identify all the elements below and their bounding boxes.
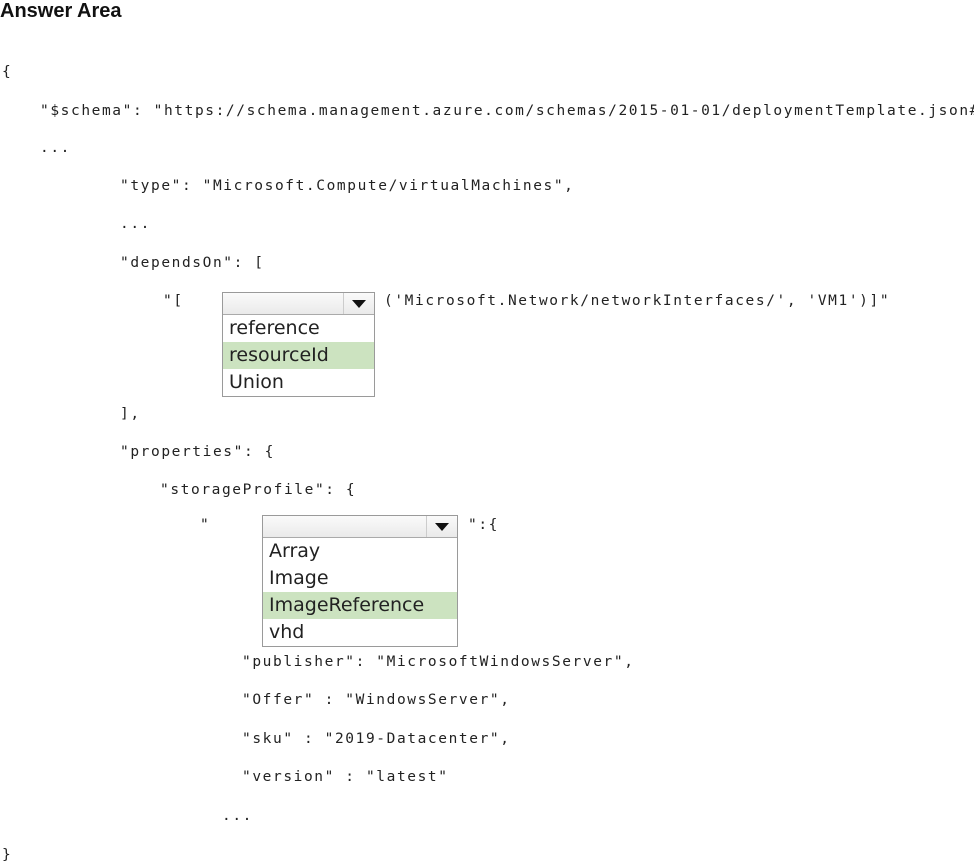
storage-key-dropdown-header[interactable] (263, 516, 457, 538)
code-ellipsis: ... (40, 140, 71, 156)
option-image[interactable]: Image (269, 567, 329, 589)
function-dropdown-header[interactable] (223, 293, 374, 315)
option-vhd[interactable]: vhd (269, 621, 305, 643)
code-dependson-prefix: "[ (163, 293, 184, 309)
code-dependson-close: ], (120, 406, 141, 422)
code-version-line: "version" : "latest" (242, 769, 449, 785)
code-key-prefix: " (200, 517, 211, 533)
code-offer-line: "Offer" : "WindowsServer", (242, 692, 511, 708)
chevron-down-icon[interactable] (343, 293, 374, 314)
option-array[interactable]: Array (269, 540, 321, 562)
code-schema-line: "$schema": "https://schema.management.az… (40, 103, 974, 119)
code-properties-line: "properties": { (120, 444, 275, 460)
option-union[interactable]: Union (229, 371, 284, 393)
function-dropdown[interactable]: reference resourceId Union (222, 292, 375, 397)
code-dependson-suffix: ('Microsoft.Network/networkInterfaces/',… (384, 293, 891, 309)
chevron-down-icon[interactable] (426, 516, 457, 537)
storage-key-dropdown[interactable]: Array Image ImageReference vhd (262, 515, 458, 647)
code-close-brace: } (2, 847, 13, 863)
code-sku-line: "sku" : "2019-Datacenter", (242, 731, 511, 747)
code-type-line: "type": "Microsoft.Compute/virtualMachin… (120, 178, 575, 194)
code-dependson-line: "dependsOn": [ (120, 255, 265, 271)
answer-area-title: Answer Area (0, 0, 122, 22)
option-imagereference[interactable]: ImageReference (263, 592, 457, 619)
code-ellipsis: ... (222, 808, 253, 824)
code-open-brace: { (2, 64, 13, 80)
option-reference[interactable]: reference (229, 317, 320, 339)
code-key-suffix: ":{ (468, 517, 499, 533)
code-publisher-line: "publisher": "MicrosoftWindowsServer", (242, 654, 635, 670)
code-ellipsis: ... (120, 216, 151, 232)
code-storageprofile-line: "storageProfile": { (160, 482, 357, 498)
option-resourceid[interactable]: resourceId (223, 342, 374, 369)
